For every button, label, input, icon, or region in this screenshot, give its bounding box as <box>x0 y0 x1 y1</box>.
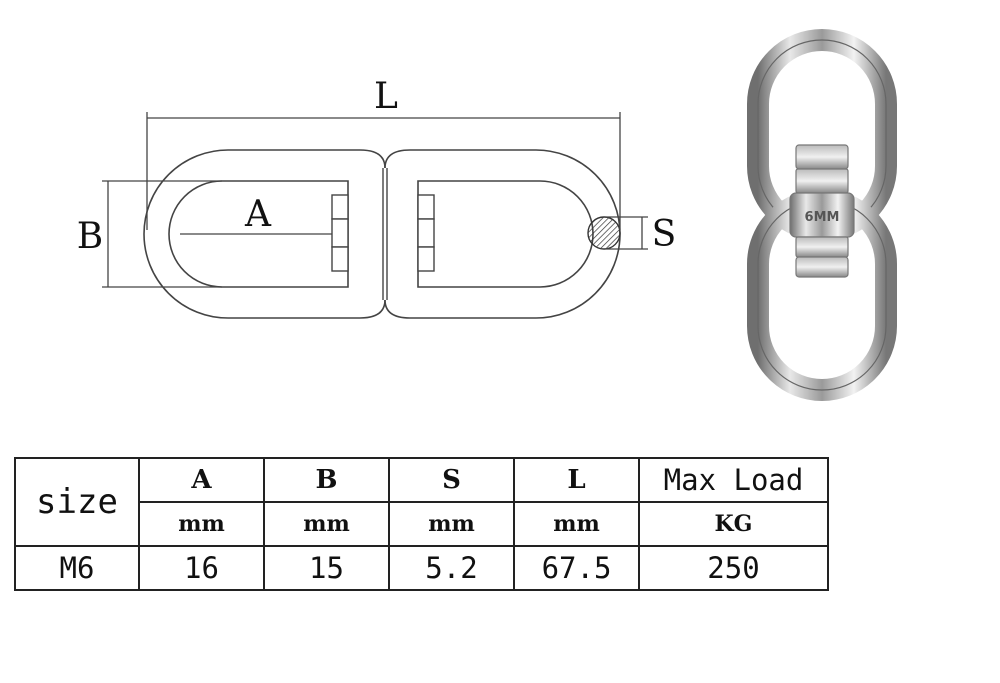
col-header-max-load: Max Load <box>638 457 829 503</box>
table-row: M6 16 15 5.2 67.5 250 <box>14 545 829 591</box>
label-a: A <box>244 194 272 235</box>
dimension-l <box>146 112 621 230</box>
unit-s: mm <box>388 501 515 547</box>
unit-a: mm <box>138 501 265 547</box>
section-s-hatch <box>587 216 621 250</box>
unit-max-load: KG <box>638 501 829 547</box>
col-header-a: A <box>138 457 265 503</box>
row-value-b: 15 <box>263 545 390 591</box>
col-header-s: S <box>388 457 515 503</box>
dimension-b <box>102 180 222 288</box>
spec-table: size A B S L Max Load mm mm mm mm KG M6 … <box>14 457 829 591</box>
label-s: S <box>652 214 677 255</box>
swivel-marking: 6MM <box>805 210 840 225</box>
left-nut <box>331 194 349 272</box>
right-nut <box>417 194 435 272</box>
col-header-l: L <box>513 457 640 503</box>
label-l: L <box>374 76 398 117</box>
col-header-b: B <box>263 457 390 503</box>
row-value-max-load: 250 <box>638 545 829 591</box>
row-size: M6 <box>14 545 140 591</box>
size-header: size <box>14 457 140 547</box>
row-value-a: 16 <box>138 545 265 591</box>
unit-b: mm <box>263 501 390 547</box>
dimension-s <box>604 216 648 250</box>
left-eye-outline <box>143 149 386 319</box>
technical-drawing: L A B S 6MM <box>77 29 897 401</box>
unit-l: mm <box>513 501 640 547</box>
swivel-product-image: 6MM <box>747 29 897 401</box>
row-value-s: 5.2 <box>388 545 515 591</box>
row-value-l: 67.5 <box>513 545 640 591</box>
label-b: B <box>77 216 103 257</box>
